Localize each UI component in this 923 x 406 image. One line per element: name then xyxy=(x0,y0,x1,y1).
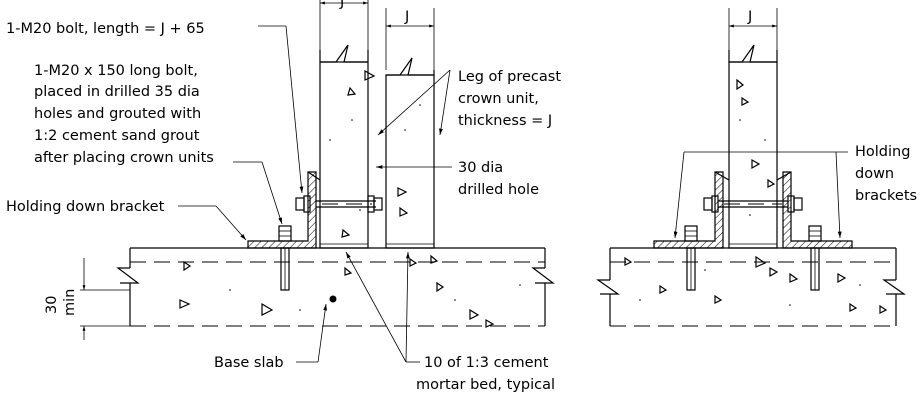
left-concrete-texture xyxy=(179,69,521,328)
right-crown-leg xyxy=(728,44,778,249)
label-grouted-bolt-2: placed in drilled 35 dia xyxy=(34,84,200,100)
left-detail: J J xyxy=(6,0,561,393)
label-grouted-bolt-4: 1:2 cement sand grout xyxy=(34,128,200,144)
dim-j-left-2: J xyxy=(404,9,409,25)
label-grouted-bolt-5: after placing crown units xyxy=(34,150,214,166)
label-holding-right-2: down xyxy=(855,166,894,182)
label-leg-1: Leg of precast xyxy=(458,69,561,85)
left-crown-legs xyxy=(319,44,435,249)
right-annotations: Holding down brackets xyxy=(855,144,917,204)
label-hole-1: 30 dia xyxy=(458,160,503,176)
left-grouted-bolt xyxy=(278,225,292,291)
label-leg-3: thickness = J xyxy=(458,113,552,129)
left-dim-30-min: 30 min xyxy=(44,258,130,340)
right-brackets xyxy=(653,171,853,249)
dim-j-right: J xyxy=(747,9,752,25)
right-detail: J xyxy=(596,8,917,327)
left-annotations: 1-M20 bolt, length = J + 65 1-M20 x 150 … xyxy=(6,21,561,393)
right-leaders xyxy=(673,151,848,239)
right-base-slab xyxy=(596,247,906,327)
label-mortar-2: mortar bed, typical xyxy=(416,377,555,393)
right-dim-j: J xyxy=(728,8,778,50)
label-holding-right-1: Holding xyxy=(855,144,910,160)
label-grouted-bolt-3: holes and grouted with xyxy=(34,106,201,122)
left-dim-j: J J xyxy=(319,0,435,70)
dim-30-value: 30 xyxy=(44,296,60,314)
label-mortar-1: 10 of 1:3 cement xyxy=(424,355,549,371)
label-leg-2: crown unit, xyxy=(458,91,539,107)
right-grouted-bolts xyxy=(684,225,822,291)
label-base-slab: Base slab xyxy=(214,355,284,371)
label-hole-2: drilled hole xyxy=(458,182,539,198)
label-holding-right-3: brackets xyxy=(855,188,917,204)
label-bolt-length: 1-M20 bolt, length = J + 65 xyxy=(6,21,205,37)
left-leaders xyxy=(178,25,452,363)
label-grouted-bolt-1: 1-M20 x 150 long bolt, xyxy=(34,63,198,79)
dim-j-left-1: J xyxy=(339,0,344,10)
right-concrete-texture xyxy=(624,78,888,314)
left-base-slab xyxy=(116,247,555,327)
left-horizontal-bolt xyxy=(295,195,383,213)
left-bracket xyxy=(247,171,321,249)
label-holding-down-bracket: Holding down bracket xyxy=(6,199,165,215)
right-horizontal-bolt xyxy=(703,195,803,213)
dim-min-suffix: min xyxy=(62,289,78,316)
